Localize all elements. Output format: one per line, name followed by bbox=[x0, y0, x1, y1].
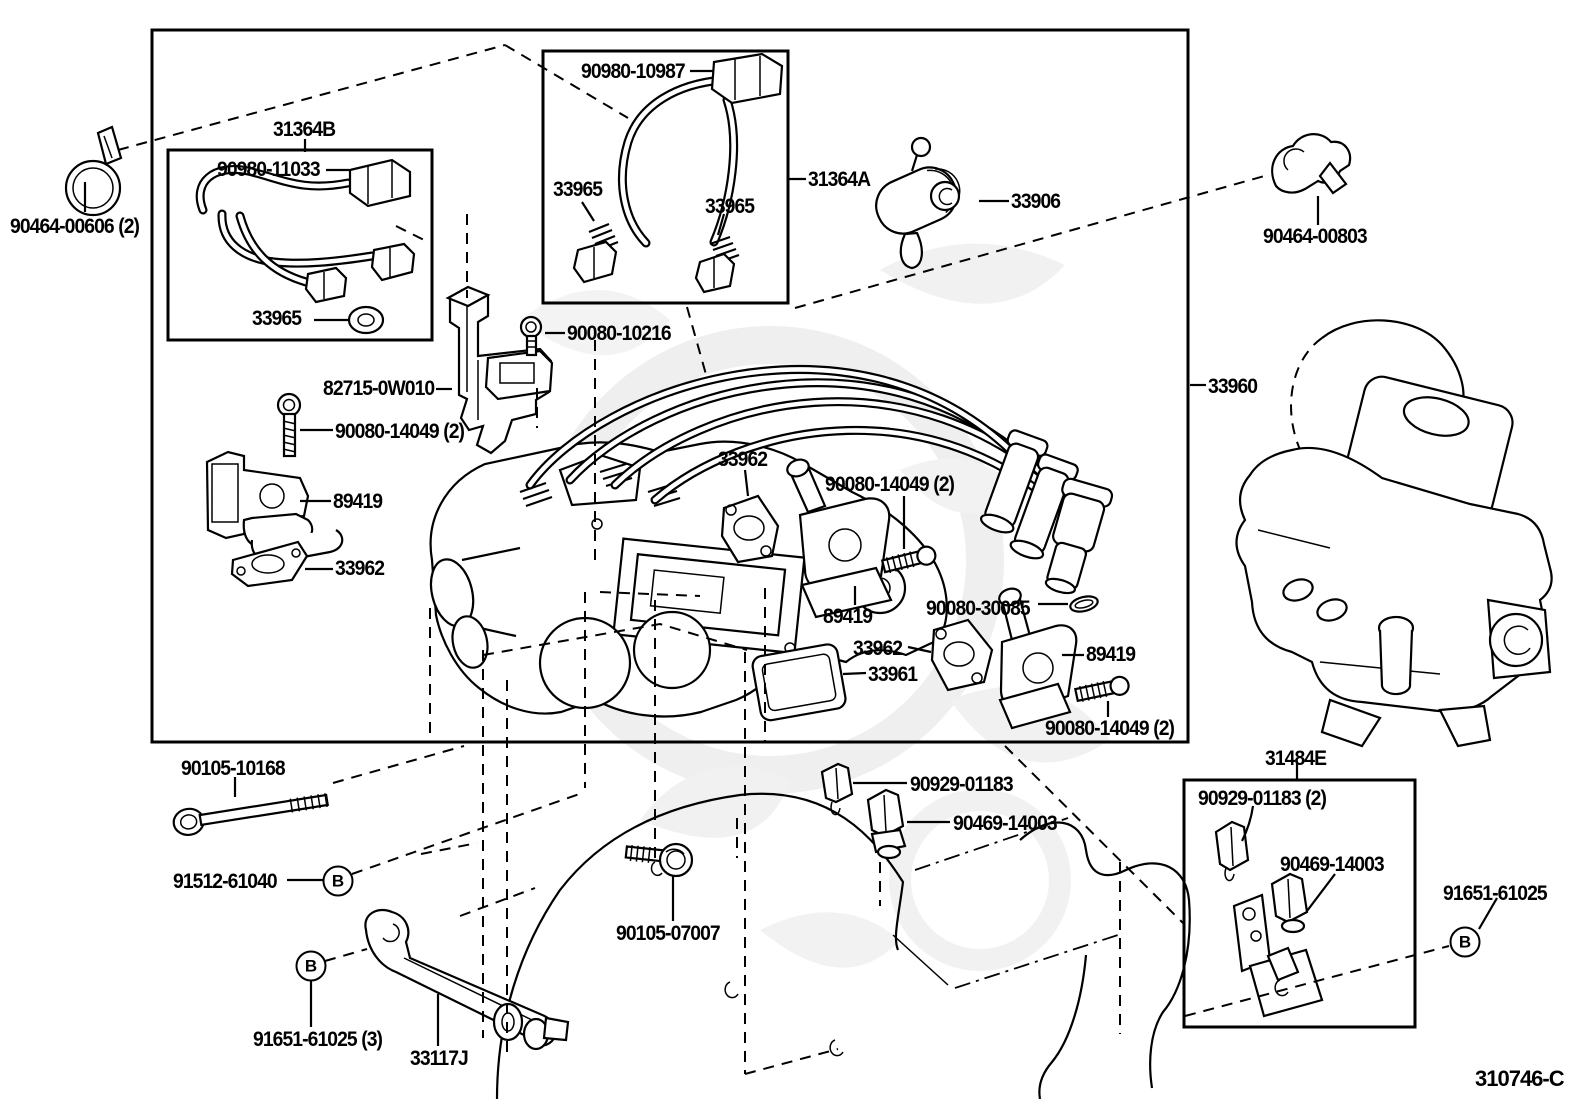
part-label-91512-61040[interactable]: 91512-61040 bbox=[173, 870, 278, 893]
bolt-90080-10216-drawing bbox=[519, 315, 543, 357]
part-label-90080-30085[interactable]: 90080-30085 bbox=[926, 597, 1031, 620]
gasket-33962-center-drawing bbox=[720, 494, 780, 564]
actuator-33960-drawing bbox=[1235, 319, 1553, 748]
sensor-33906-drawing bbox=[875, 136, 961, 270]
part-label-33965[interactable]: 33965 bbox=[705, 195, 755, 218]
part-label-90080-14049-2[interactable]: 90080-14049 (2) bbox=[825, 473, 955, 496]
circled-reference-marker: B bbox=[295, 950, 327, 982]
part-label-33965[interactable]: 33965 bbox=[252, 307, 302, 330]
diagram-code: 310746-C bbox=[1475, 1066, 1565, 1091]
harness-31364A-drawing bbox=[572, 52, 784, 294]
engine-outline-drawing bbox=[495, 792, 1191, 1099]
part-label-91651-61025[interactable]: 91651-61025 bbox=[1443, 882, 1548, 905]
part-label-33962[interactable]: 33962 bbox=[718, 448, 768, 471]
cable-tie-90464-00606-drawing bbox=[64, 125, 123, 217]
bolt-90080-14049-right-drawing bbox=[1073, 675, 1130, 703]
part-label-31364B[interactable]: 31364B bbox=[273, 118, 336, 141]
clip-90469-14003-box-drawing bbox=[1270, 872, 1309, 934]
part-label-90080-14049-2[interactable]: 90080-14049 (2) bbox=[1045, 717, 1175, 740]
part-label-90464-00803[interactable]: 90464-00803 bbox=[1263, 225, 1368, 248]
bracket-31484E-drawing bbox=[1232, 893, 1324, 1018]
part-label-33965[interactable]: 33965 bbox=[553, 178, 603, 201]
spark-plug-boots-drawing bbox=[979, 429, 1114, 595]
part-label-33960[interactable]: 33960 bbox=[1208, 375, 1258, 398]
part-label-90464-00606-2[interactable]: 90464-00606 (2) bbox=[10, 215, 140, 238]
inset-box-31364A bbox=[541, 49, 790, 305]
inset-box-31484E bbox=[1182, 778, 1417, 1029]
part-label-90080-10216[interactable]: 90080-10216 bbox=[567, 322, 672, 345]
part-label-89419[interactable]: 89419 bbox=[1086, 643, 1136, 666]
part-label-90105-07007[interactable]: 90105-07007 bbox=[616, 922, 721, 945]
part-label-33117J[interactable]: 33117J bbox=[410, 1047, 469, 1070]
clip-90469-14003-center-drawing bbox=[866, 788, 907, 860]
o-ring-90080-30085-drawing bbox=[1069, 595, 1099, 613]
bolt-90105-10168-drawing bbox=[172, 793, 329, 837]
part-label-89419[interactable]: 89419 bbox=[333, 490, 383, 513]
part-label-31484E[interactable]: 31484E bbox=[1265, 747, 1327, 770]
bolt-90105-07007-drawing bbox=[624, 842, 694, 878]
part-label-90929-01183[interactable]: 90929-01183 bbox=[910, 773, 1014, 796]
part-label-91651-61025-3[interactable]: 91651-61025 (3) bbox=[253, 1028, 383, 1051]
clip-90929-01183-center-drawing bbox=[820, 762, 854, 816]
part-label-33961[interactable]: 33961 bbox=[868, 663, 918, 686]
part-label-90980-11033[interactable]: 90980-11033 bbox=[217, 158, 321, 181]
circled-reference-marker: B bbox=[322, 865, 354, 897]
circled-reference-marker: B bbox=[1449, 926, 1481, 958]
sensor-89419-left-drawing bbox=[205, 450, 344, 563]
part-label-31364A[interactable]: 31364A bbox=[808, 168, 871, 191]
part-label-89419[interactable]: 89419 bbox=[823, 605, 873, 628]
part-label-33962[interactable]: 33962 bbox=[853, 637, 903, 660]
part-label-90105-10168[interactable]: 90105-10168 bbox=[181, 757, 286, 780]
gasket-33962-left-drawing bbox=[230, 540, 309, 588]
dashed-reference-lines bbox=[117, 44, 1450, 1075]
inset-box-31364B bbox=[166, 148, 434, 342]
part-label-90469-14003[interactable]: 90469-14003 bbox=[1280, 853, 1385, 876]
watermark-graphic bbox=[520, 243, 1110, 971]
bolt-90080-14049-left-drawing bbox=[276, 392, 302, 458]
part-label-90980-10987[interactable]: 90980-10987 bbox=[581, 60, 686, 83]
sensor-89419-center-drawing bbox=[786, 458, 893, 619]
part-label-90080-14049-2[interactable]: 90080-14049 (2) bbox=[335, 420, 465, 443]
bolt-90080-14049-center-drawing bbox=[880, 545, 937, 574]
bracket-33117J-drawing bbox=[364, 908, 570, 1051]
harness-31364B-drawing bbox=[195, 158, 416, 335]
part-label-33906[interactable]: 33906 bbox=[1011, 190, 1061, 213]
leader-lines bbox=[83, 69, 1498, 1046]
clip-90929-01183-box-drawing bbox=[1214, 820, 1250, 882]
part-label-90929-01183-2[interactable]: 90929-01183 (2) bbox=[1198, 787, 1327, 810]
part-label-33962[interactable]: 33962 bbox=[335, 557, 385, 580]
gasket-33962-right-drawing bbox=[930, 618, 994, 692]
main-frame-box bbox=[150, 28, 1190, 744]
part-label-82715-0W010[interactable]: 82715-0W010 bbox=[323, 377, 435, 400]
igniter-33961-drawing bbox=[751, 643, 847, 722]
part-label-90469-14003[interactable]: 90469-14003 bbox=[953, 812, 1058, 835]
clamp-90464-00803-drawing bbox=[1271, 133, 1352, 195]
sensor-89419-right-drawing bbox=[998, 587, 1078, 730]
